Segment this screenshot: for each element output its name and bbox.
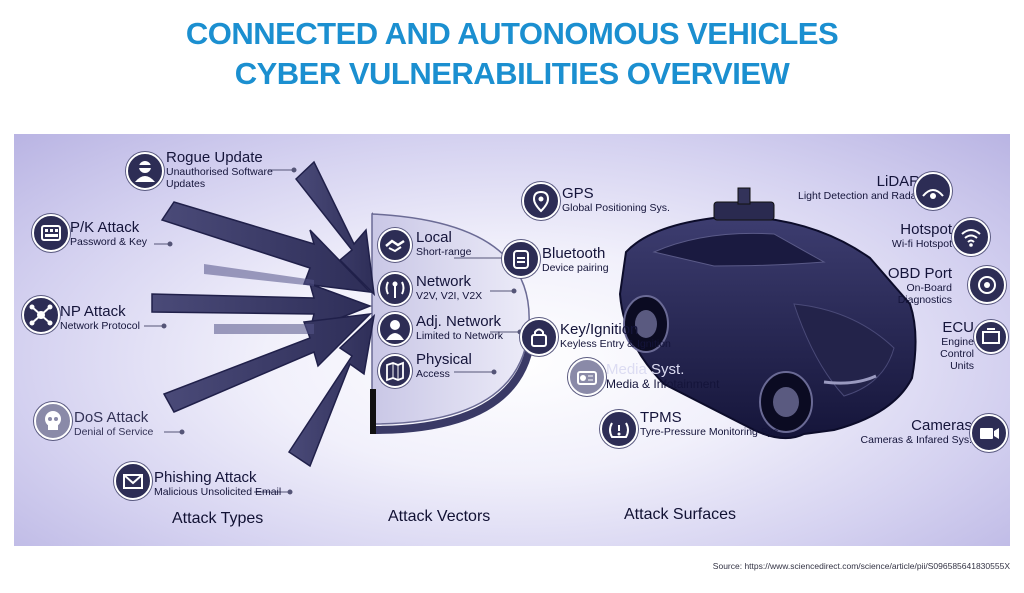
lidar-icon <box>914 172 952 210</box>
diagram-graphics <box>144 160 917 495</box>
map-icon <box>378 354 412 388</box>
attack-type-pk: P/K Attack Password & Key <box>70 219 148 249</box>
radio-icon <box>568 358 606 396</box>
bluetooth-device-icon <box>502 240 540 278</box>
vector-physical: Physical Access <box>416 351 472 381</box>
envelope-icon <box>114 462 152 500</box>
surface-media: Media Syst. Media & Infotainment <box>606 361 720 391</box>
surface-hotspot: Hotspot Wi-fi Hotspot <box>891 221 952 251</box>
title-line-1: CONNECTED AND AUTONOMOUS VEHICLES <box>185 16 839 51</box>
person-icon <box>378 312 412 346</box>
attack-type-np: NP Attack Network Protocol <box>60 303 140 333</box>
diagram-panel: Rogue Update Unauthorised Software Updat… <box>14 134 1010 546</box>
car-illustration <box>618 187 917 440</box>
vector-adjacent-network: Adj. Network Limited to Network <box>416 313 503 343</box>
location-pin-icon <box>522 182 560 220</box>
video-camera-icon <box>970 414 1008 452</box>
section-attack-types: Attack Types <box>172 510 264 527</box>
title-line-2: CYBER VULNERABILITIES OVERVIEW <box>234 56 790 91</box>
surface-bluetooth: Bluetooth Device pairing <box>542 245 609 275</box>
surface-key-ignition: Key/Ignition Keyless Entry & Ignition <box>560 321 671 351</box>
vector-local: Local Short-range <box>416 229 472 259</box>
surface-cameras: Cameras Cameras & Infared Sys. <box>860 417 972 447</box>
vector-network: Network V2V, V2I, V2X <box>416 273 483 303</box>
surface-ecu: ECU Engine Control Units <box>940 319 974 373</box>
obd-port-icon <box>968 266 1006 304</box>
engine-icon <box>974 320 1008 354</box>
attack-type-rogue-update: Rogue Update Unauthorised Software Updat… <box>166 149 273 191</box>
keypad-icon <box>32 214 70 252</box>
surface-gps: GPS Global Positioning Sys. <box>562 185 670 215</box>
skull-icon <box>34 402 72 440</box>
key-lock-icon <box>520 318 558 356</box>
section-attack-vectors: Attack Vectors <box>388 508 491 525</box>
surface-obd-port: OBD Port On-Board Diagnostics <box>887 265 952 307</box>
attack-arrows <box>151 160 376 468</box>
tire-pressure-icon <box>600 410 638 448</box>
network-node-icon <box>22 296 60 334</box>
surface-lidar: LiDAR Light Detection and Radar <box>798 173 920 203</box>
attack-type-phishing: Phishing Attack Malicious Unsolicited Em… <box>154 469 282 499</box>
wifi-icon <box>952 218 990 256</box>
antenna-icon <box>378 272 412 306</box>
section-attack-surfaces: Attack Surfaces <box>624 506 737 523</box>
source-citation: Source: https://www.sciencedirect.com/sc… <box>712 561 1010 571</box>
hacker-icon <box>126 152 164 190</box>
attack-type-dos: DoS Attack Denial of Service <box>74 409 154 439</box>
surface-tpms: TPMS Tyre-Pressure Monitoring Sys. <box>640 409 782 439</box>
handshake-icon <box>378 228 412 262</box>
